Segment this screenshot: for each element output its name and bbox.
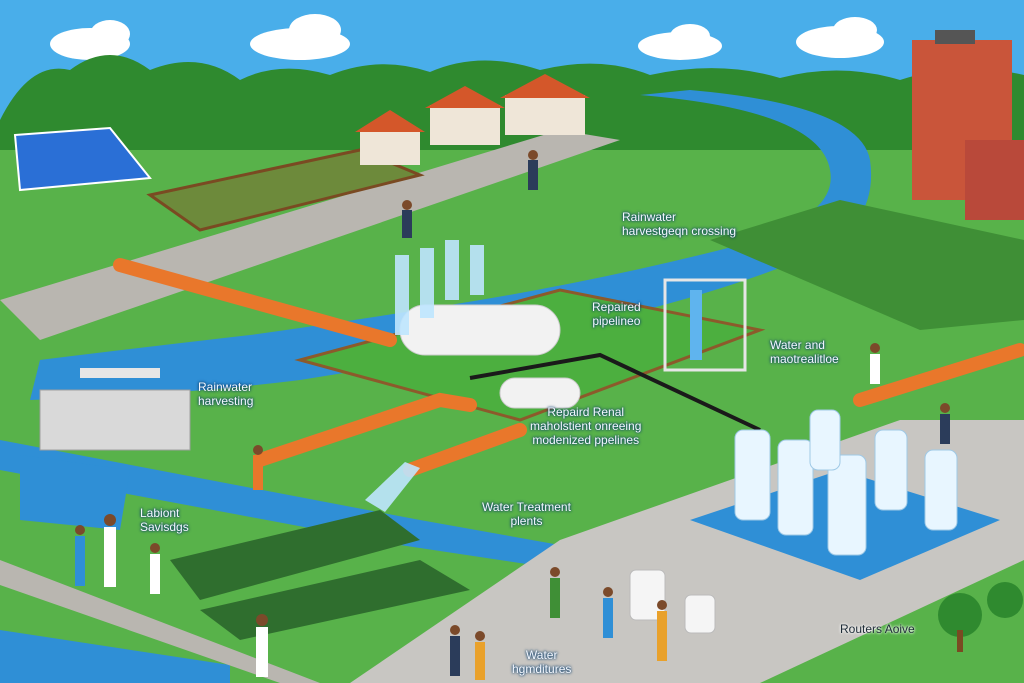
side-building: [965, 140, 1024, 220]
orange-pipes: [113, 258, 1024, 477]
label-water-treatment-plants: Water Treatment plents: [482, 500, 571, 528]
solar-panel: [13, 126, 152, 192]
label-labiont-savings: Labiont Savisdgs: [140, 506, 189, 534]
small-white-pipe: [499, 377, 581, 409]
label-rainwater-crossing: Rainwater harvestgeqn crossing: [622, 210, 737, 238]
label-rainwater-harvesting: Rainwater harvesting: [198, 380, 254, 408]
pool-left: [20, 455, 130, 530]
field-right: [710, 200, 1024, 330]
houses: [355, 74, 590, 165]
waterfalls: [365, 240, 484, 512]
bottom-water: [0, 630, 230, 683]
label-water-and-treatment: Water and maotrealitloe: [770, 338, 839, 366]
filter-column: [690, 290, 702, 360]
black-pipe: [469, 352, 761, 432]
pump-shed: [39, 389, 191, 451]
label-repaired-pipelines: Repaired pipelineo: [592, 300, 641, 328]
crop-field-1: [170, 510, 420, 600]
treatment-tanks: [734, 409, 958, 556]
clouds: [50, 14, 884, 60]
label-water-signatures: Water hgmditures: [512, 648, 572, 676]
road-lower: [0, 560, 320, 683]
trees-right: [938, 582, 1023, 652]
label-routers-active: Routers Aoive: [840, 622, 915, 636]
label-repaired-renal: Repaird Renal maholstient onreeing moden…: [530, 405, 642, 447]
people: [75, 150, 950, 680]
filter-station: [663, 278, 747, 372]
small-tanks: [629, 569, 716, 634]
road-upper: [0, 130, 620, 340]
field-top-left: [146, 148, 425, 232]
lower-canal: [0, 440, 700, 590]
